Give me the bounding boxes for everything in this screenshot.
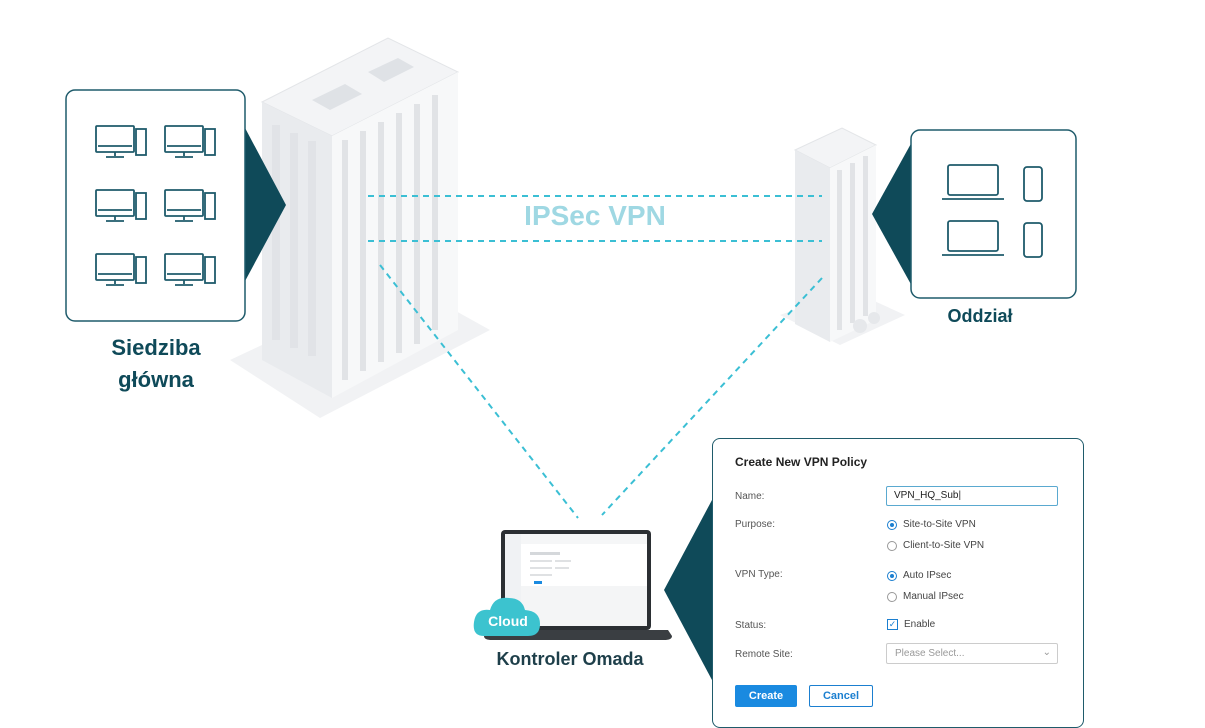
controller-laptop xyxy=(484,530,672,640)
laptop-icons xyxy=(942,164,1004,256)
radio-manual-ipsec[interactable]: Manual IPsec xyxy=(887,591,964,602)
hq-label-line2: główna xyxy=(118,367,194,392)
create-vpn-policy-dialog: Create New VPN Policy Name: VPN_HQ_Sub| … xyxy=(712,438,1084,728)
radio-selected-icon xyxy=(887,519,897,530)
name-input[interactable]: VPN_HQ_Sub| xyxy=(886,486,1058,506)
remote-site-label: Remote Site: xyxy=(735,649,793,660)
checkmark-icon: ✓ xyxy=(887,619,898,630)
ipsec-vpn-label: IPSec VPN xyxy=(524,200,666,231)
status-label: Status: xyxy=(735,620,767,631)
dialog-pointer xyxy=(664,500,712,680)
remote-site-select[interactable]: Please Select... ⌄ xyxy=(886,643,1058,664)
desktop-computer-icons xyxy=(95,125,216,286)
status-enable-checkbox[interactable]: ✓ Enable xyxy=(887,619,935,630)
remote-site-placeholder: Please Select... xyxy=(895,648,965,659)
cancel-button[interactable]: Cancel xyxy=(809,685,873,707)
radio-auto-ipsec-label: Auto IPsec xyxy=(903,570,952,581)
name-label: Name: xyxy=(735,491,765,502)
branch-devices-panel xyxy=(872,129,1077,299)
branch-building xyxy=(793,127,880,342)
radio-auto-ipsec[interactable]: Auto IPsec xyxy=(887,570,951,581)
radio-site-to-site[interactable]: Site-to-Site VPN xyxy=(887,519,976,530)
controller-label: Kontroler Omada xyxy=(496,649,644,669)
radio-unselected-icon xyxy=(887,591,897,602)
hq-label: Siedziba główna xyxy=(80,332,232,396)
purpose-label: Purpose: xyxy=(735,519,776,530)
vpn-type-label: VPN Type: xyxy=(735,569,783,580)
radio-selected-icon xyxy=(887,570,897,581)
hq-devices-panel xyxy=(65,89,286,322)
hq-building xyxy=(260,37,460,398)
name-input-value: VPN_HQ_Sub xyxy=(894,490,959,501)
branch-label: Oddział xyxy=(947,306,1013,326)
status-enable-label: Enable xyxy=(904,619,936,630)
smartphone-icons xyxy=(1023,166,1043,258)
ipsec-vpn-links xyxy=(368,195,823,519)
radio-manual-ipsec-label: Manual IPsec xyxy=(903,591,964,602)
create-button[interactable]: Create xyxy=(735,685,797,707)
network-diagram xyxy=(65,37,1077,680)
hq-label-line1: Siedziba xyxy=(111,335,201,360)
radio-unselected-icon xyxy=(887,540,897,551)
chevron-down-icon: ⌄ xyxy=(1042,647,1051,658)
radio-client-to-site[interactable]: Client-to-Site VPN xyxy=(887,540,984,551)
cloud-label: Cloud xyxy=(488,613,528,629)
radio-site-to-site-label: Site-to-Site VPN xyxy=(903,519,976,530)
radio-client-to-site-label: Client-to-Site VPN xyxy=(903,540,985,551)
cloud-icon xyxy=(473,597,540,636)
dialog-title: Create New VPN Policy xyxy=(735,455,868,469)
